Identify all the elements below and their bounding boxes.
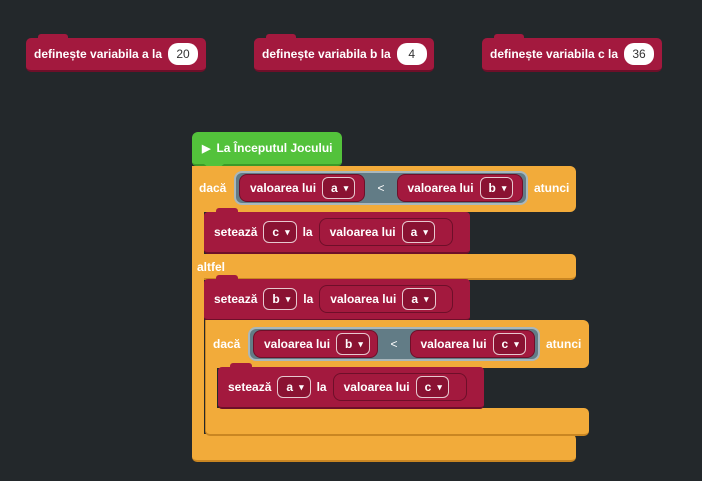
if2-bottom xyxy=(205,408,589,436)
define-variable-b-block[interactable]: definește variabila b la 4 xyxy=(254,34,434,72)
set2-label: setează xyxy=(214,292,258,306)
if2-left-var-dropdown[interactable]: b ▾ xyxy=(336,333,370,355)
chevron-down-icon: ▾ xyxy=(285,226,290,237)
chevron-down-icon: ▾ xyxy=(343,182,349,193)
if1-atunci-label: atunci xyxy=(534,181,570,195)
if1-left-var-dropdown[interactable]: a ▾ xyxy=(322,177,356,199)
chevron-down-icon: ▾ xyxy=(358,338,363,349)
set3-value-label: valoarea lui xyxy=(343,380,410,394)
else-label: altfel xyxy=(197,260,226,274)
if1-left-label: valoarea lui xyxy=(250,181,317,195)
define-variable-a-block[interactable]: definește variabila a la 20 xyxy=(26,34,206,72)
if2-left-reporter[interactable]: valoarea lui b ▾ xyxy=(253,330,379,358)
if2-left-label: valoarea lui xyxy=(264,337,331,351)
if1-comparison[interactable]: valoarea lui a ▾ < valoarea lui b ▾ xyxy=(234,171,528,205)
chevron-down-icon: ▾ xyxy=(424,293,429,304)
if2-left-arm xyxy=(205,366,217,410)
define-b-value-input[interactable]: 4 xyxy=(396,43,427,65)
chevron-down-icon: ▾ xyxy=(514,338,519,349)
set-b-block[interactable]: setează b ▾ la valoarea lui a ▾ xyxy=(204,275,470,321)
define-a-value-input[interactable]: 20 xyxy=(168,43,199,65)
set2-var-dropdown[interactable]: b ▾ xyxy=(263,288,298,310)
set3-value-var-dropdown[interactable]: c ▾ xyxy=(415,376,449,398)
set2-value-reporter[interactable]: valoarea lui a ▾ xyxy=(319,285,454,313)
set1-value-label: valoarea lui xyxy=(329,225,396,239)
set1-value-reporter[interactable]: valoarea lui a ▾ xyxy=(318,218,453,246)
chevron-down-icon: ▾ xyxy=(437,381,442,392)
define-a-label: definește variabila a la xyxy=(34,47,163,61)
if2-right-label: valoarea lui xyxy=(420,337,487,351)
if2-comparison[interactable]: valoarea lui b ▾ < valoarea lui c ▾ xyxy=(248,327,540,361)
set3-label: setează xyxy=(228,380,272,394)
set2-value-label: valoarea lui xyxy=(330,292,397,306)
chevron-down-icon: ▾ xyxy=(285,293,291,304)
chevron-down-icon: ▾ xyxy=(501,182,507,193)
define-variable-c-block[interactable]: definește variabila c la 36 xyxy=(482,34,662,72)
define-c-label: definește variabila c la xyxy=(490,47,619,61)
define-b-label: definește variabila b la xyxy=(262,47,391,61)
if1-daca-label: dacă xyxy=(199,181,227,195)
chevron-down-icon: ▾ xyxy=(299,381,304,392)
if1-operator[interactable]: < xyxy=(377,181,385,195)
define-c-value-input[interactable]: 36 xyxy=(624,43,655,65)
set-a-block[interactable]: setează a ▾ la valoarea lui c ▾ xyxy=(218,363,484,409)
chevron-down-icon: ▾ xyxy=(423,226,428,237)
if1-right-label: valoarea lui xyxy=(407,181,474,195)
set3-to-label: la xyxy=(316,380,327,394)
else-bar xyxy=(192,254,576,280)
set2-value-var-dropdown[interactable]: a ▾ xyxy=(402,288,436,310)
if-else-left-arm xyxy=(192,210,204,256)
if2-right-reporter[interactable]: valoarea lui c ▾ xyxy=(409,330,535,358)
set1-label: setează xyxy=(214,225,258,239)
set2-to-label: la xyxy=(303,292,314,306)
if2-operator[interactable]: < xyxy=(390,337,398,351)
on-start-label: La Începutul Jocului xyxy=(216,141,333,155)
if1-right-var-dropdown[interactable]: b ▾ xyxy=(479,177,514,199)
if2-atunci-label: atunci xyxy=(546,337,582,351)
play-icon: ▶ xyxy=(202,142,211,155)
set-c-block[interactable]: setează c ▾ la valoarea lui a ▾ xyxy=(204,208,470,254)
if2-daca-label: dacă xyxy=(213,337,241,351)
set1-to-label: la xyxy=(302,225,313,239)
set1-var-dropdown[interactable]: c ▾ xyxy=(263,221,297,243)
set1-value-var-dropdown[interactable]: a ▾ xyxy=(401,221,435,243)
if1-left-reporter[interactable]: valoarea lui a ▾ xyxy=(239,174,366,202)
else-left-arm xyxy=(192,278,204,436)
set3-value-reporter[interactable]: valoarea lui c ▾ xyxy=(332,373,467,401)
if1-right-reporter[interactable]: valoarea lui b ▾ xyxy=(396,174,523,202)
if2-right-var-dropdown[interactable]: c ▾ xyxy=(492,333,526,355)
set3-var-dropdown[interactable]: a ▾ xyxy=(277,376,311,398)
on-start-hat-block[interactable]: ▶ La Începutul Jocului xyxy=(192,132,342,172)
if-else-bottom xyxy=(192,434,576,462)
